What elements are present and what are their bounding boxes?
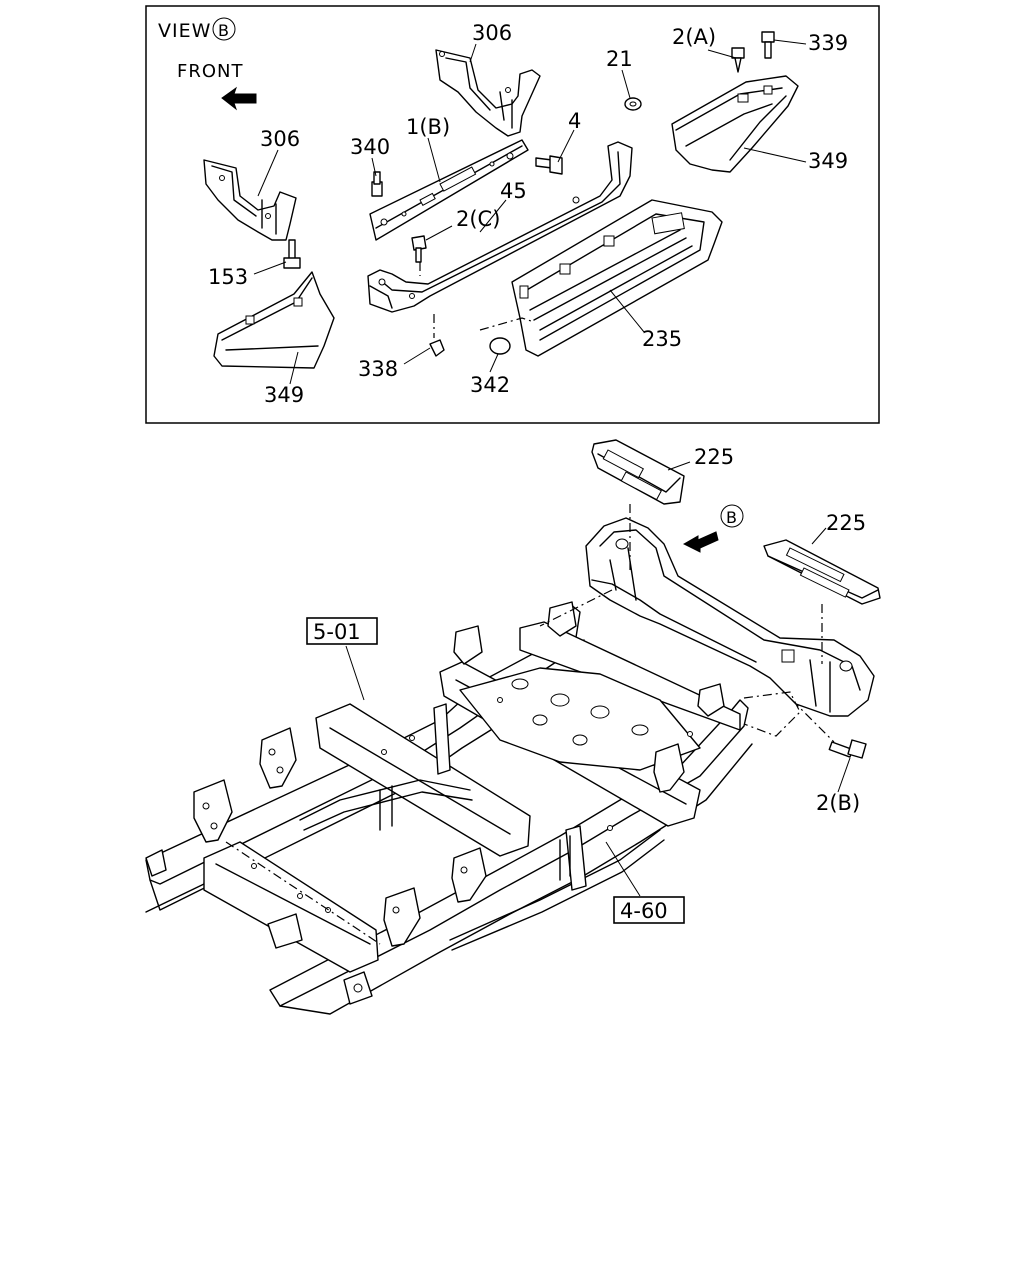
callout-342: 342 <box>470 373 510 397</box>
view-b-label: VIEW B <box>158 17 236 42</box>
ref-5-01: 5-01 <box>313 620 361 644</box>
callout-1b: 1(B) <box>406 115 450 139</box>
chassis-frame <box>145 601 753 1015</box>
callout-2c: 2(C) <box>456 207 500 231</box>
part-2b-bolt <box>828 739 867 759</box>
callout-339: 339 <box>808 31 848 55</box>
view-arrow-marker: B <box>726 508 737 527</box>
part-342-plug <box>489 337 511 355</box>
leader-lines-inset <box>253 39 807 385</box>
callout-2a: 2(A) <box>672 25 716 49</box>
part-235-step <box>511 199 723 357</box>
ref-4-60: 4-60 <box>620 899 668 923</box>
callout-153: 153 <box>208 265 248 289</box>
view-b-frame <box>145 5 880 424</box>
part-338-clip <box>429 339 445 357</box>
view-arrow-icon <box>682 531 719 553</box>
callout-21: 21 <box>606 47 633 71</box>
view-b-arrow: B <box>682 504 744 553</box>
ref-box-5-01: 5-01 <box>306 617 378 645</box>
part-306-top-bracket <box>435 49 541 137</box>
part-21-nut <box>624 97 642 111</box>
part-153-bolt <box>283 239 301 269</box>
part-2c-bolt <box>411 235 427 263</box>
leader-lines-main <box>345 461 851 897</box>
callout-45: 45 <box>500 179 527 203</box>
callout-235: 235 <box>642 327 682 351</box>
callout-349-left: 349 <box>264 383 304 407</box>
view-label: VIEW <box>158 20 211 42</box>
callout-2b: 2(B) <box>816 791 860 815</box>
part-225-top-pad <box>591 439 685 505</box>
callouts-main: 225 225 2(B) <box>694 445 866 815</box>
callout-306-left: 306 <box>260 127 300 151</box>
assembly-lines-main <box>225 504 835 945</box>
part-45-beam <box>367 141 633 313</box>
callout-338: 338 <box>358 357 398 381</box>
part-4-bolt <box>535 155 563 175</box>
part-2a-screw <box>731 47 745 73</box>
callout-225-top: 225 <box>694 445 734 469</box>
part-340-bolt <box>371 171 383 197</box>
view-marker: B <box>218 21 229 40</box>
front-label: FRONT <box>177 61 244 82</box>
callout-4: 4 <box>568 109 581 133</box>
front-arrow-icon <box>221 86 257 111</box>
callout-306-top: 306 <box>472 21 512 45</box>
callout-340: 340 <box>350 135 390 159</box>
part-349-left-corner <box>213 271 335 369</box>
part-225-right-pad <box>763 539 881 605</box>
part-349-right-corner <box>671 75 799 173</box>
ref-box-4-60: 4-60 <box>613 896 685 924</box>
assembly-lines-inset <box>419 262 535 338</box>
callout-225-right: 225 <box>826 511 866 535</box>
rear-bumper-assembly <box>585 517 875 717</box>
part-339-bolt <box>761 31 775 59</box>
callout-349-right: 349 <box>808 149 848 173</box>
front-indicator: FRONT <box>177 61 257 111</box>
part-1b-plate <box>369 139 529 241</box>
part-306-left-bracket <box>203 159 297 241</box>
callouts-inset: 306 306 21 2(A) 339 349 340 1(B) 4 45 2(… <box>208 21 848 407</box>
